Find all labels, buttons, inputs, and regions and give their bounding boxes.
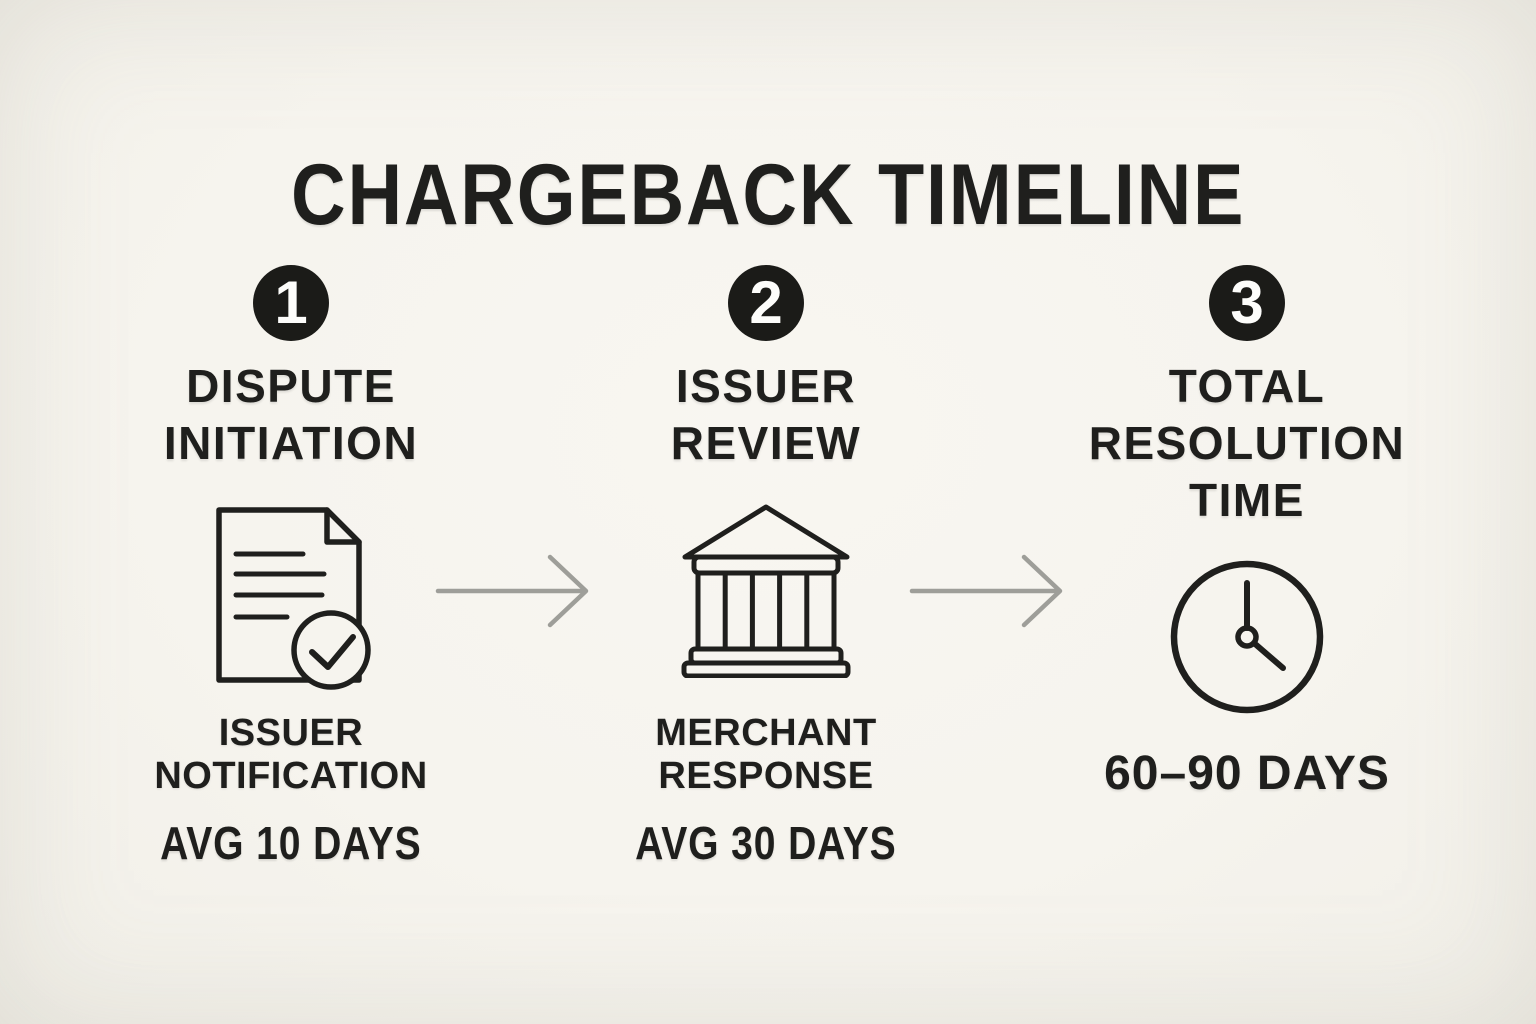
step-total-resolution-time: 3 TOTAL RESOLUTION TIME 60–90 DAYS [1027, 0, 1467, 1024]
step-heading-line: TIME [1189, 474, 1305, 526]
bank-icon [681, 503, 851, 678]
step-heading: TOTAL RESOLUTION TIME [1027, 358, 1467, 529]
step-heading-line: DISPUTE [186, 360, 396, 412]
document-check-icon [207, 502, 375, 698]
step-sublabel-line: NOTIFICATION [154, 755, 428, 797]
step-duration: 60–90 DAYS [1027, 746, 1467, 801]
step-duration-text: AVG 30 DAYS [635, 817, 897, 869]
step-number-badge: 3 [1209, 265, 1285, 341]
step-duration-text: 60–90 DAYS [1104, 747, 1390, 800]
step-number: 1 [274, 269, 308, 336]
step-sublabel-line: RESPONSE [658, 755, 874, 797]
step-heading-line: REVIEW [670, 417, 862, 469]
step-number: 3 [1230, 269, 1264, 336]
step-heading-line: ISSUER [675, 360, 857, 412]
arrow-right-icon [906, 541, 1076, 641]
step-duration: AVG 30 DAYS [546, 816, 986, 870]
step-heading-line: RESOLUTION [1088, 417, 1406, 469]
step-duration-text: AVG 10 DAYS [160, 817, 422, 869]
step-sublabel-line: ISSUER [218, 712, 364, 754]
step-sublabel-line: MERCHANT [655, 712, 877, 754]
step-duration: AVG 10 DAYS [71, 816, 511, 870]
step-heading: ISSUER REVIEW [546, 358, 986, 472]
arrow-right-icon [432, 541, 602, 641]
step-dispute-initiation: 1 DISPUTE INITIATION ISSUER NOTIFI [71, 0, 511, 1024]
step-sublabel: MERCHANT RESPONSE [546, 712, 986, 798]
step-heading: DISPUTE INITIATION [71, 358, 511, 472]
step-issuer-review: 2 ISSUER REVIEW MERCHANT RESPONSE AVG 30… [546, 0, 986, 1024]
step-heading-line: TOTAL [1168, 360, 1326, 412]
page-title-text: CHARGEBACK TIMELINE [290, 146, 1246, 243]
step-number-badge: 2 [728, 265, 804, 341]
step-heading-line: INITIATION [163, 417, 419, 469]
clock-icon [1167, 558, 1327, 718]
step-sublabel: ISSUER NOTIFICATION [71, 712, 511, 798]
page-title: CHARGEBACK TIMELINE [0, 152, 1536, 238]
step-number: 2 [749, 269, 783, 336]
step-number-badge: 1 [253, 265, 329, 341]
